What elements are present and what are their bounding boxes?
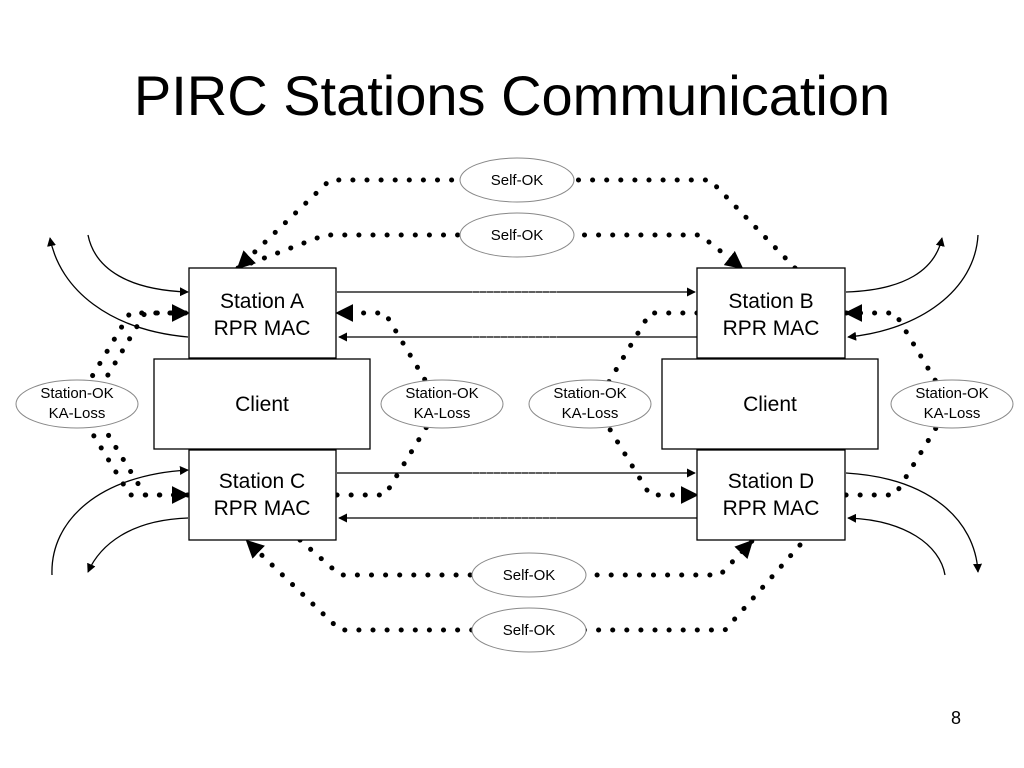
self-ok-oval-top-inner: Self-OK xyxy=(459,212,575,258)
station-d-line1: Station D xyxy=(728,470,814,493)
self-ok-path-bottom-inner xyxy=(297,537,755,578)
page-number: 8 xyxy=(950,708,961,728)
station-ok-oval-mid-left: Station-OK KA-Loss xyxy=(380,379,504,429)
station-ok-line2: KA-Loss xyxy=(49,405,106,422)
self-ok-path-bottom-outer xyxy=(244,538,803,633)
self-ok-oval-bottom-inner: Self-OK xyxy=(471,552,587,598)
ring-arrow-left-top-out xyxy=(47,237,189,338)
station-ok-line1: Station-OK xyxy=(553,385,626,402)
ring-arrow-left-bottom-out xyxy=(87,517,189,573)
slide-title: PIRC Stations Communication xyxy=(133,64,891,127)
station-c-box: Station C RPR MAC xyxy=(188,449,337,541)
ring-arrow-right-top-out xyxy=(845,237,945,293)
station-d-line2: RPR MAC xyxy=(723,497,820,520)
client-right-box: Client xyxy=(661,358,879,450)
station-ok-line2: KA-Loss xyxy=(562,405,619,422)
station-ok-line1: Station-OK xyxy=(405,385,478,402)
ring-arrow-left-top-in xyxy=(87,234,189,297)
station-b-line1: Station B xyxy=(728,290,813,313)
station-ok-line1: Station-OK xyxy=(40,385,113,402)
station-ok-path-left-outer-down xyxy=(72,310,191,504)
client-left-label: Client xyxy=(235,393,289,416)
ring-arrow-right-top-in xyxy=(847,234,979,341)
ring-arrow-left-bottom-in xyxy=(51,465,189,576)
ring-arrow-right-bottom-in xyxy=(847,513,946,576)
station-a-line1: Station A xyxy=(220,290,304,313)
station-ok-oval-left: Station-OK KA-Loss xyxy=(15,379,139,429)
station-c-line2: RPR MAC xyxy=(214,497,311,520)
client-left-box: Client xyxy=(153,358,371,450)
self-ok-oval-bottom-outer: Self-OK xyxy=(471,607,587,653)
station-ok-oval-mid-right: Station-OK KA-Loss xyxy=(528,379,652,429)
station-ok-line1: Station-OK xyxy=(915,385,988,402)
station-c-line1: Station C xyxy=(219,470,305,493)
station-a-line2: RPR MAC xyxy=(214,317,311,340)
self-ok-label: Self-OK xyxy=(491,172,544,189)
station-ok-line2: KA-Loss xyxy=(414,405,471,422)
client-right-label: Client xyxy=(743,393,797,416)
station-d-box: Station D RPR MAC xyxy=(696,449,846,541)
self-ok-label: Self-OK xyxy=(491,227,544,244)
station-b-line2: RPR MAC xyxy=(723,317,820,340)
self-ok-label: Self-OK xyxy=(503,567,556,584)
station-ok-oval-right: Station-OK KA-Loss xyxy=(890,379,1014,429)
station-b-box: Station B RPR MAC xyxy=(696,267,846,359)
station-ok-line2: KA-Loss xyxy=(924,405,981,422)
self-ok-label: Self-OK xyxy=(503,622,556,639)
self-ok-oval-top-outer: Self-OK xyxy=(459,157,575,203)
station-a-box: Station A RPR MAC xyxy=(188,267,337,359)
ring-arrow-right-bottom-out xyxy=(845,472,983,573)
